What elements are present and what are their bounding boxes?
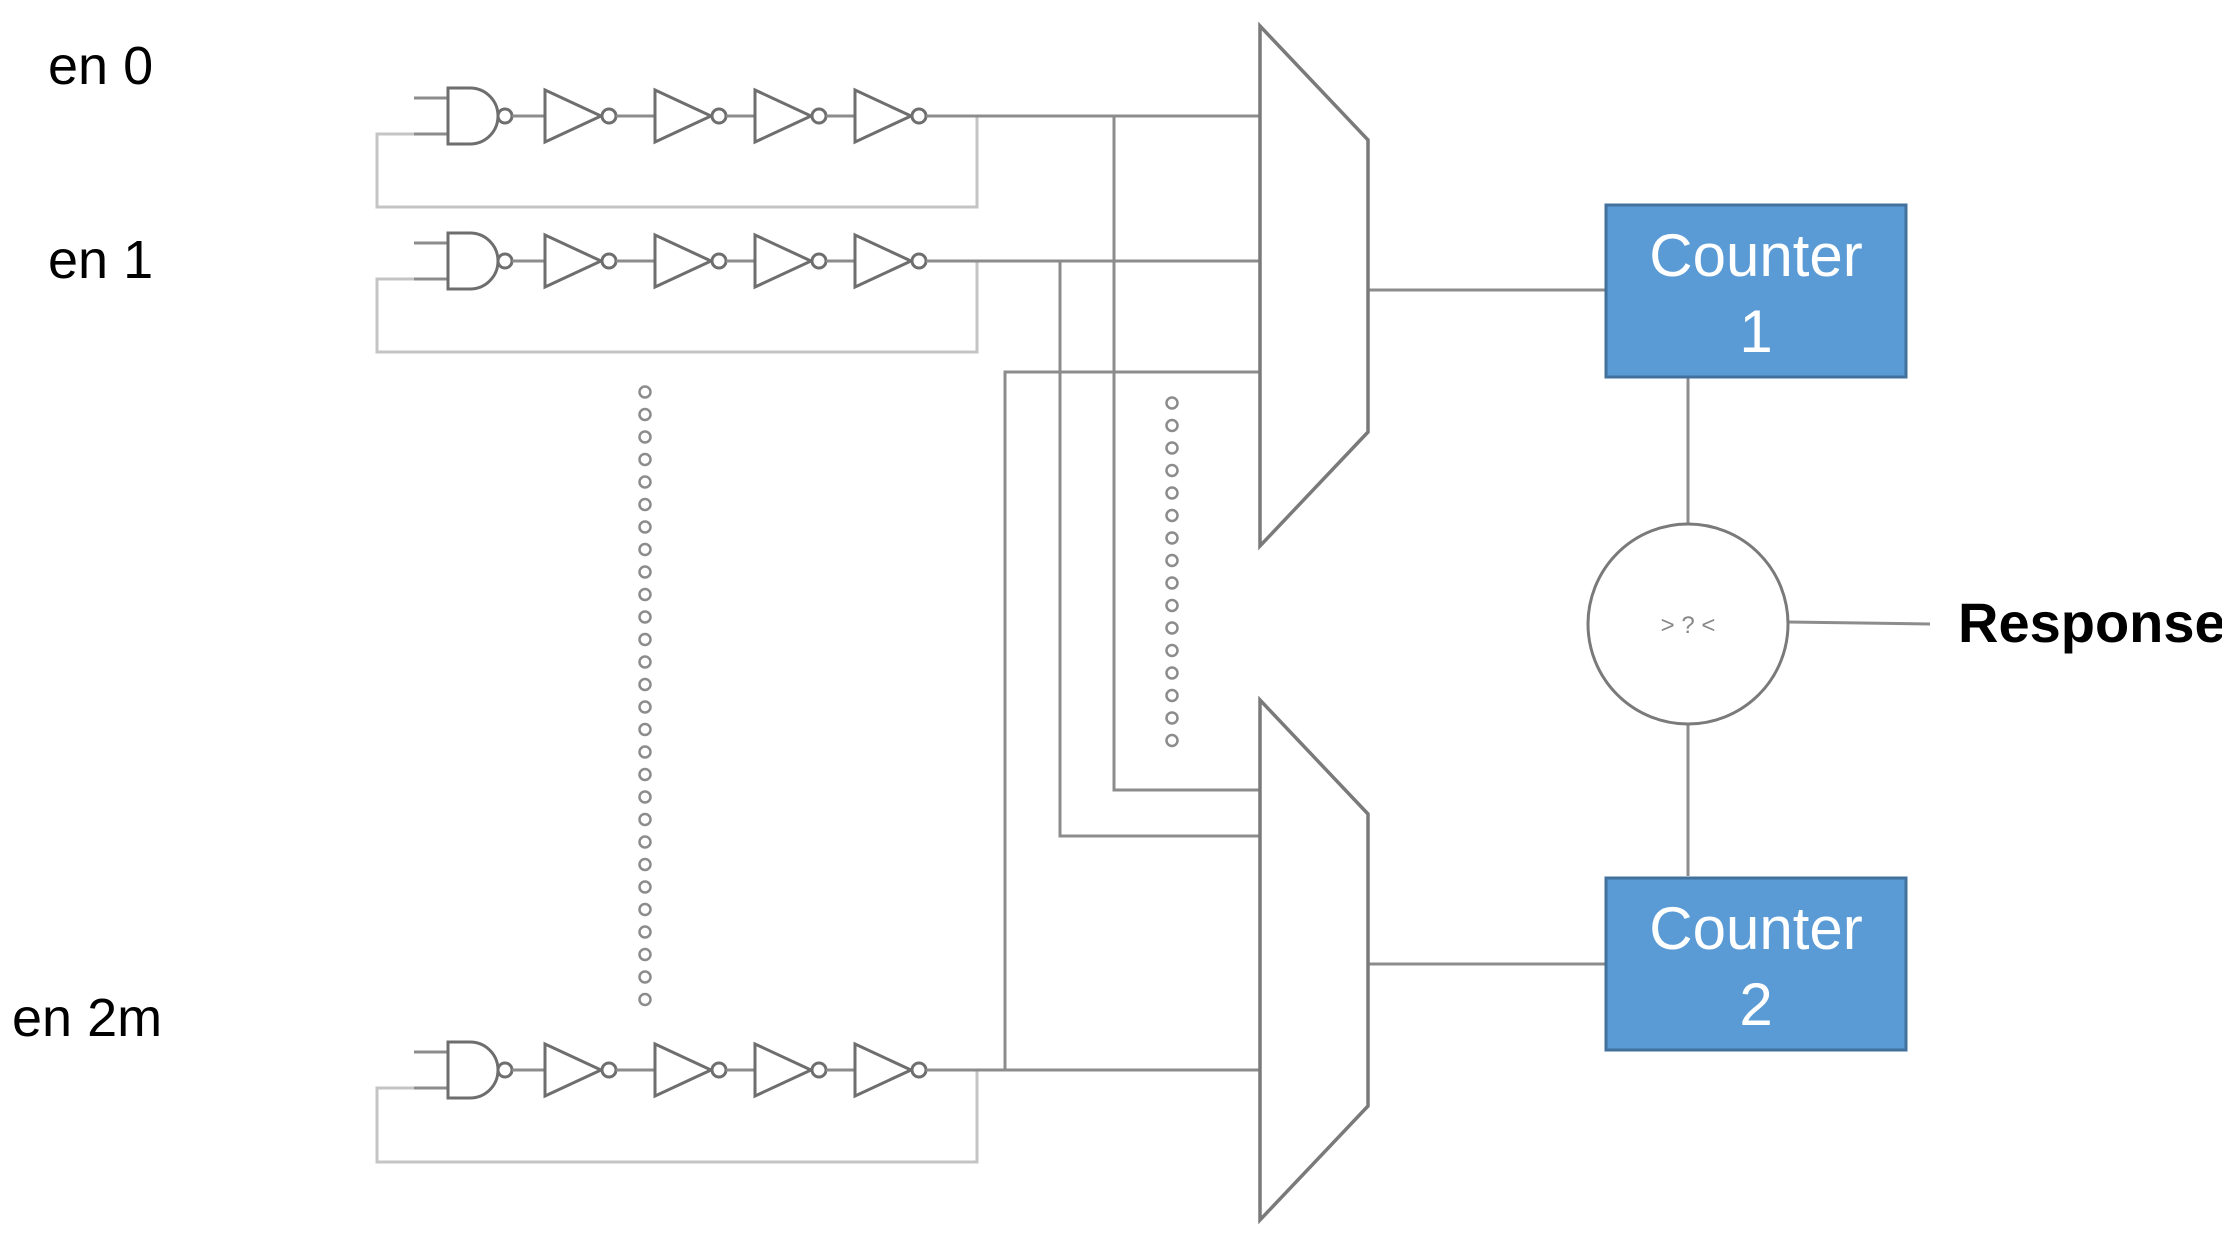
counter-1: Counter 1: [1604, 203, 1908, 379]
inverter-icon: [853, 1041, 928, 1099]
multiplexer-2-icon: [1258, 695, 1370, 1225]
ellipsis-dot: [1165, 733, 1179, 748]
counter-1-number: 1: [1739, 298, 1772, 365]
ring-oscillator-2m: [375, 1040, 980, 1164]
ellipsis-dot: [1165, 621, 1179, 635]
ellipsis-dot: [638, 902, 652, 917]
ellipsis-dot: [1165, 531, 1179, 545]
label-en-1: en 1: [48, 230, 153, 290]
ellipsis-dot: [638, 790, 652, 804]
ellipsis-dot: [638, 655, 652, 669]
inverter-icon: [753, 87, 828, 145]
inverter-icon: [853, 87, 928, 145]
ellipsis-dots-oscillators: [638, 385, 652, 1007]
label-en-2m: en 2m: [12, 988, 162, 1048]
ellipsis-dot: [638, 880, 652, 894]
ellipsis-dot: [638, 970, 652, 984]
ellipsis-dot: [638, 632, 652, 647]
inverter-icon: [753, 232, 828, 290]
ellipsis-dot: [638, 430, 652, 444]
ellipsis-dot: [638, 407, 652, 422]
comparator: > ? <: [1586, 522, 1790, 726]
ellipsis-dot: [638, 925, 652, 939]
ellipsis-dot: [638, 520, 652, 534]
inverter-icon: [653, 1041, 728, 1099]
ellipsis-dot: [638, 767, 652, 782]
ellipsis-dot: [1165, 711, 1179, 725]
ellipsis-dot: [638, 610, 652, 624]
multiplexer-1-icon: [1258, 21, 1370, 551]
inverter-icon: [543, 1041, 618, 1099]
inverter-icon: [753, 1041, 828, 1099]
counter-2-title: Counter: [1649, 895, 1862, 962]
counter-2: Counter 2: [1604, 876, 1908, 1052]
ellipsis-dot: [638, 677, 652, 692]
inverter-icon: [543, 87, 618, 145]
ellipsis-dot: [638, 452, 652, 467]
ellipsis-dot: [638, 475, 652, 489]
label-en-0: en 0: [48, 36, 153, 96]
nand-gate-icon: [446, 1040, 514, 1100]
ellipsis-dot: [638, 497, 652, 512]
ellipsis-dot: [638, 812, 652, 827]
ellipsis-dot: [1165, 396, 1179, 410]
ellipsis-dot: [638, 565, 652, 579]
ellipsis-dot: [638, 385, 652, 399]
ellipsis-dot: [638, 947, 652, 962]
ring-oscillator-0: [375, 86, 980, 209]
inverter-icon: [653, 87, 728, 145]
ring-oscillator-1: [375, 231, 980, 354]
ellipsis-dot: [638, 835, 652, 849]
nand-gate-icon: [446, 86, 514, 146]
ellipsis-dot: [638, 700, 652, 714]
ellipsis-dot: [1165, 463, 1179, 478]
comparator-icon: [1586, 522, 1790, 726]
ellipsis-dot: [1165, 688, 1179, 703]
ellipsis-dot: [1165, 576, 1179, 590]
ellipsis-dot: [638, 745, 652, 759]
ellipsis-dots-mux-inputs: [1165, 396, 1179, 748]
ellipsis-dot: [1165, 418, 1179, 433]
ellipsis-dot: [638, 587, 652, 602]
ellipsis-dot: [1165, 666, 1179, 680]
ellipsis-dot: [638, 992, 652, 1007]
response-label: Response: [1958, 591, 2222, 654]
counter-2-number: 2: [1739, 971, 1772, 1038]
counter-1-title: Counter: [1649, 222, 1862, 289]
ellipsis-dot: [1165, 643, 1179, 658]
inverter-icon: [543, 232, 618, 290]
ellipsis-dot: [1165, 486, 1179, 500]
ellipsis-dot: [1165, 441, 1179, 455]
nand-gate-icon: [446, 231, 514, 291]
inverter-icon: [853, 232, 928, 290]
ellipsis-dot: [638, 857, 652, 872]
inverter-icon: [653, 232, 728, 290]
ellipsis-dot: [1165, 553, 1179, 568]
ellipsis-dot: [638, 542, 652, 557]
ellipsis-dot: [1165, 508, 1179, 523]
routing-wires: [980, 114, 1931, 1072]
comparator-symbol: > ? <: [1661, 612, 1716, 639]
ellipsis-dot: [1165, 598, 1179, 613]
ellipsis-dot: [638, 722, 652, 737]
